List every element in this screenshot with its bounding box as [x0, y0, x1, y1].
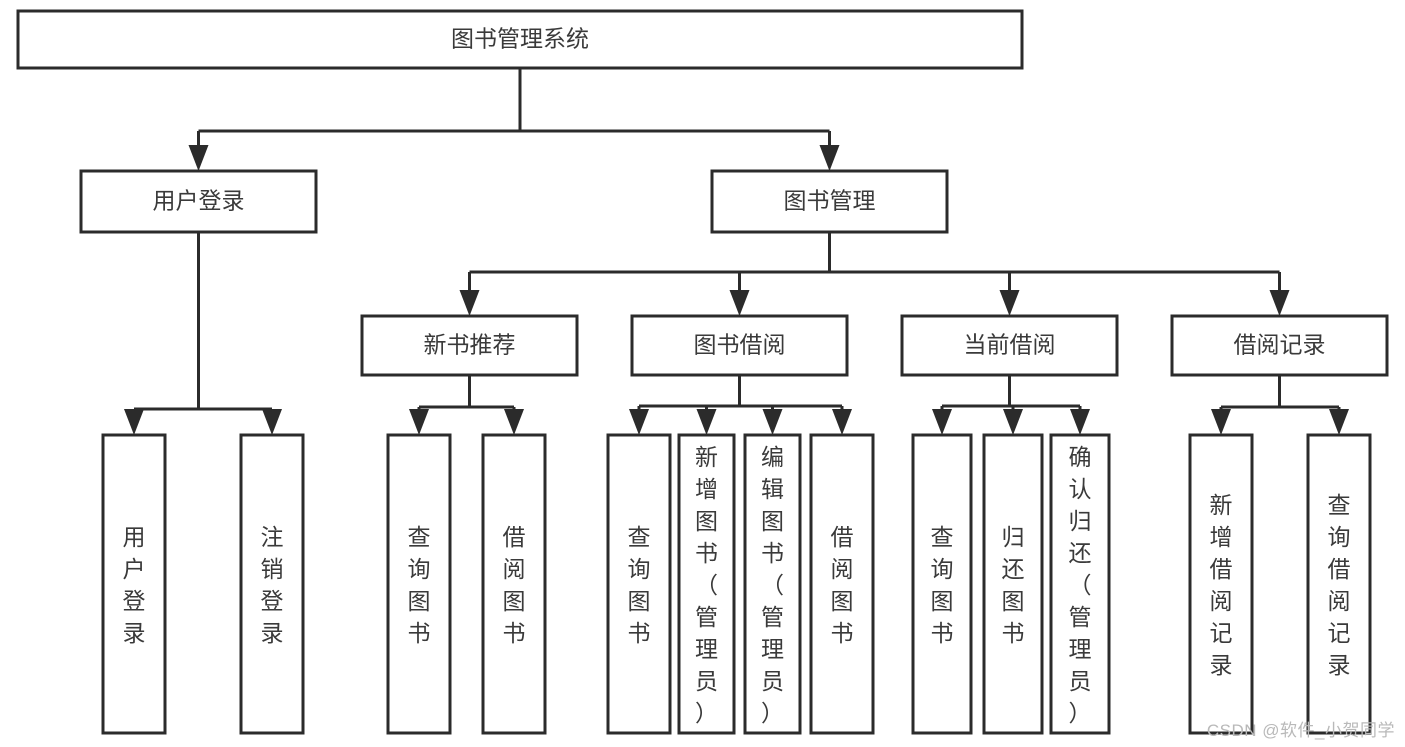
- node-label: 确认归还（管理员）: [1069, 444, 1092, 726]
- arrow-head-icon: [1211, 409, 1231, 435]
- node-label: 用户登录: [123, 524, 146, 646]
- node-box[interactable]: [743, 433, 802, 735]
- node-label: 当前借阅: [964, 332, 1056, 358]
- node-label: 归还图书: [1002, 524, 1025, 646]
- node-leaf_12[interactable]: 查询借阅记录: [1306, 433, 1372, 735]
- arrow-head-icon: [459, 290, 480, 316]
- arrow-head-icon: [124, 409, 144, 435]
- connector-group-l3_3: [1211, 375, 1349, 435]
- node-label: 借阅图书: [503, 524, 526, 646]
- node-label: 查询图书: [408, 524, 431, 646]
- node-l2_0[interactable]: 用户登录: [79, 169, 318, 234]
- node-box[interactable]: [360, 314, 579, 377]
- node-leaf_4[interactable]: 查询图书: [606, 433, 672, 735]
- arrow-head-icon: [832, 409, 852, 435]
- arrow-head-icon: [729, 290, 750, 316]
- node-leaf_5[interactable]: 新增图书（管理员）: [677, 433, 736, 735]
- node-label: 图书管理系统: [451, 26, 589, 52]
- node-box[interactable]: [1188, 433, 1254, 735]
- node-box[interactable]: [1306, 433, 1372, 735]
- node-label: 查询图书: [931, 524, 954, 646]
- node-box[interactable]: [606, 433, 672, 735]
- node-leaf_8[interactable]: 查询图书: [911, 433, 973, 735]
- node-l3_1[interactable]: 图书借阅: [630, 314, 849, 377]
- node-label: 编辑图书（管理员）: [761, 444, 784, 726]
- arrow-head-icon: [188, 145, 209, 171]
- node-root[interactable]: 图书管理系统: [16, 9, 1024, 70]
- arrow-head-icon: [1003, 409, 1023, 435]
- node-box[interactable]: [1170, 314, 1389, 377]
- node-leaf_10[interactable]: 确认归还（管理员）: [1049, 433, 1111, 735]
- connector-group-root: [188, 68, 840, 171]
- connector-group-l3_0: [409, 375, 524, 435]
- arrow-head-icon: [819, 145, 840, 171]
- node-l3_3[interactable]: 借阅记录: [1170, 314, 1389, 377]
- node-label: 用户登录: [153, 188, 245, 214]
- connector-group-l2_1: [459, 232, 1290, 316]
- node-box[interactable]: [677, 433, 736, 735]
- node-label: 借阅图书: [831, 524, 854, 646]
- node-l3_0[interactable]: 新书推荐: [360, 314, 579, 377]
- node-leaf_6[interactable]: 编辑图书（管理员）: [743, 433, 802, 735]
- node-box[interactable]: [101, 433, 167, 735]
- arrow-head-icon: [999, 290, 1020, 316]
- node-layer: 图书管理系统用户登录图书管理新书推荐图书借阅当前借阅借阅记录用户登录注销登录查询…: [16, 9, 1389, 735]
- node-label: 查询图书: [628, 524, 651, 646]
- node-leaf_1[interactable]: 注销登录: [239, 433, 305, 735]
- node-label: 新书推荐: [424, 332, 516, 358]
- arrow-head-icon: [1070, 409, 1090, 435]
- node-box[interactable]: [982, 433, 1044, 735]
- connector-group-l2_0: [124, 232, 282, 435]
- node-leaf_9[interactable]: 归还图书: [982, 433, 1044, 735]
- arrow-head-icon: [932, 409, 952, 435]
- arrow-head-icon: [762, 409, 783, 435]
- arrow-head-icon: [1329, 409, 1349, 435]
- connector-layer: [124, 68, 1349, 435]
- node-box[interactable]: [900, 314, 1119, 377]
- node-box[interactable]: [630, 314, 849, 377]
- arrow-head-icon: [504, 409, 524, 435]
- arrow-head-icon: [629, 409, 649, 435]
- arrow-head-icon: [409, 409, 429, 435]
- arrow-head-icon: [696, 409, 717, 435]
- node-box[interactable]: [710, 169, 949, 234]
- node-box[interactable]: [386, 433, 452, 735]
- connector-group-l3_1: [629, 375, 852, 435]
- node-label: 注销登录: [261, 524, 284, 646]
- arrow-head-icon: [262, 409, 282, 435]
- node-leaf_0[interactable]: 用户登录: [101, 433, 167, 735]
- node-label: 借阅记录: [1234, 332, 1326, 358]
- connector-group-l3_2: [932, 375, 1090, 435]
- node-leaf_7[interactable]: 借阅图书: [809, 433, 875, 735]
- node-box[interactable]: [1049, 433, 1111, 735]
- node-l2_1[interactable]: 图书管理: [710, 169, 949, 234]
- node-box[interactable]: [16, 9, 1024, 70]
- node-l3_2[interactable]: 当前借阅: [900, 314, 1119, 377]
- node-label: 新增图书（管理员）: [695, 444, 718, 726]
- node-box[interactable]: [809, 433, 875, 735]
- node-box[interactable]: [911, 433, 973, 735]
- node-label: 查询借阅记录: [1328, 492, 1351, 678]
- node-box[interactable]: [239, 433, 305, 735]
- node-leaf_2[interactable]: 查询图书: [386, 433, 452, 735]
- node-box[interactable]: [79, 169, 318, 234]
- node-leaf_11[interactable]: 新增借阅记录: [1188, 433, 1254, 735]
- node-label: 新增借阅记录: [1210, 492, 1233, 678]
- node-label: 图书管理: [784, 188, 876, 214]
- node-label: 图书借阅: [694, 332, 786, 358]
- node-leaf_3[interactable]: 借阅图书: [481, 433, 547, 735]
- arrow-head-icon: [1269, 290, 1290, 316]
- node-box[interactable]: [481, 433, 547, 735]
